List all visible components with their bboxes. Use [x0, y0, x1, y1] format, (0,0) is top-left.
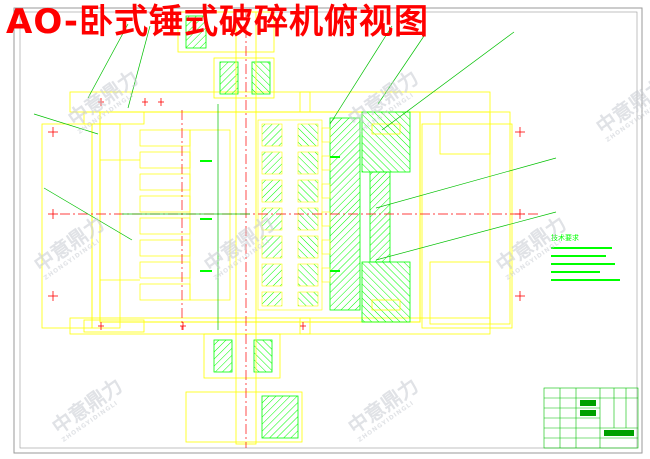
dim-marks — [200, 156, 340, 272]
rotor-plates — [257, 119, 323, 311]
bottom-bearing — [185, 333, 303, 443]
main-casing — [99, 111, 421, 323]
sheet-border — [13, 7, 643, 454]
hammer-stack — [100, 129, 231, 301]
leader-lines — [33, 23, 557, 330]
disc-outlines — [321, 127, 331, 283]
rotor-section — [329, 111, 411, 323]
tech-requirements-lines — [551, 247, 620, 281]
bolt-marks — [48, 98, 525, 330]
sheet-inner-border — [19, 11, 638, 449]
title-block — [543, 387, 639, 449]
top-bearing — [177, 11, 275, 99]
tech-requirements-heading: 技术要求 — [551, 234, 579, 242]
drawing-title: AO-卧式锤式破碎机俯视图 — [6, 2, 429, 42]
